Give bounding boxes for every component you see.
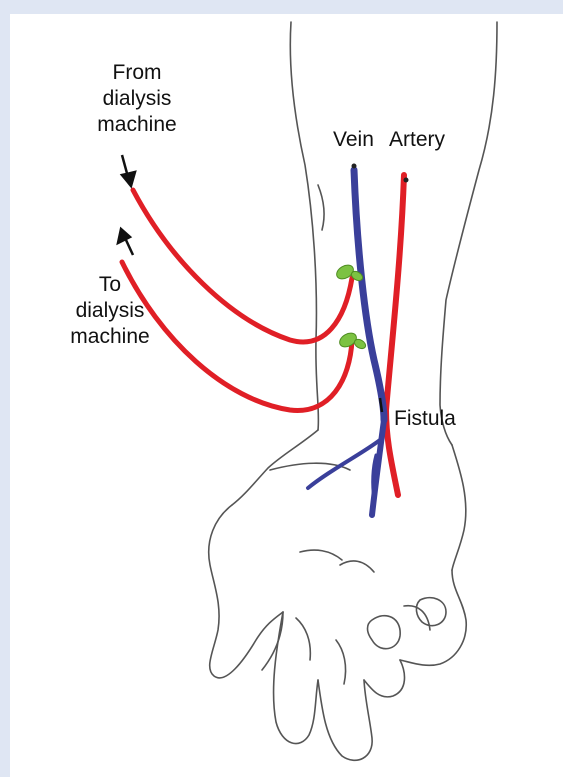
label-vein: Vein [333,127,374,153]
middle-finger [318,680,372,760]
vein-tip-icon [352,164,357,169]
label-to-line2: dialysis [55,298,165,324]
label-to-machine: To dialysis machine [55,272,165,350]
label-from-line3: machine [82,112,192,138]
label-from-line2: dialysis [82,86,192,112]
arrow-down-icon [122,172,135,186]
palm-thumb [209,505,283,678]
label-from-line1: From [82,60,192,86]
fold-3 [336,640,346,684]
label-fistula: Fistula [394,406,456,432]
vessel-tips [352,164,409,183]
pinky-finger [400,570,466,665]
nail-1 [368,616,401,649]
forearm-crease [318,185,324,230]
tube-from-machine [133,190,352,342]
artery-vessel [386,175,404,495]
artery-tip-icon [404,178,409,183]
arrow-to-shaft [126,240,133,255]
label-artery: Artery [389,127,445,153]
wrist-left [232,430,318,505]
knuckle-2 [340,561,374,572]
forearm-left-edge [290,22,318,430]
fold-2 [296,618,310,660]
forearm-right-edge [440,22,497,445]
index-finger [274,612,318,744]
palm-right-edge [452,445,466,570]
nail-2 [416,598,446,626]
ring-finger [364,660,404,697]
label-to-line3: machine [55,324,165,350]
knuckle-1 [300,550,342,560]
arrow-up-icon [118,229,130,243]
label-from-machine: From dialysis machine [82,60,192,138]
label-to-line1: To [55,272,165,298]
